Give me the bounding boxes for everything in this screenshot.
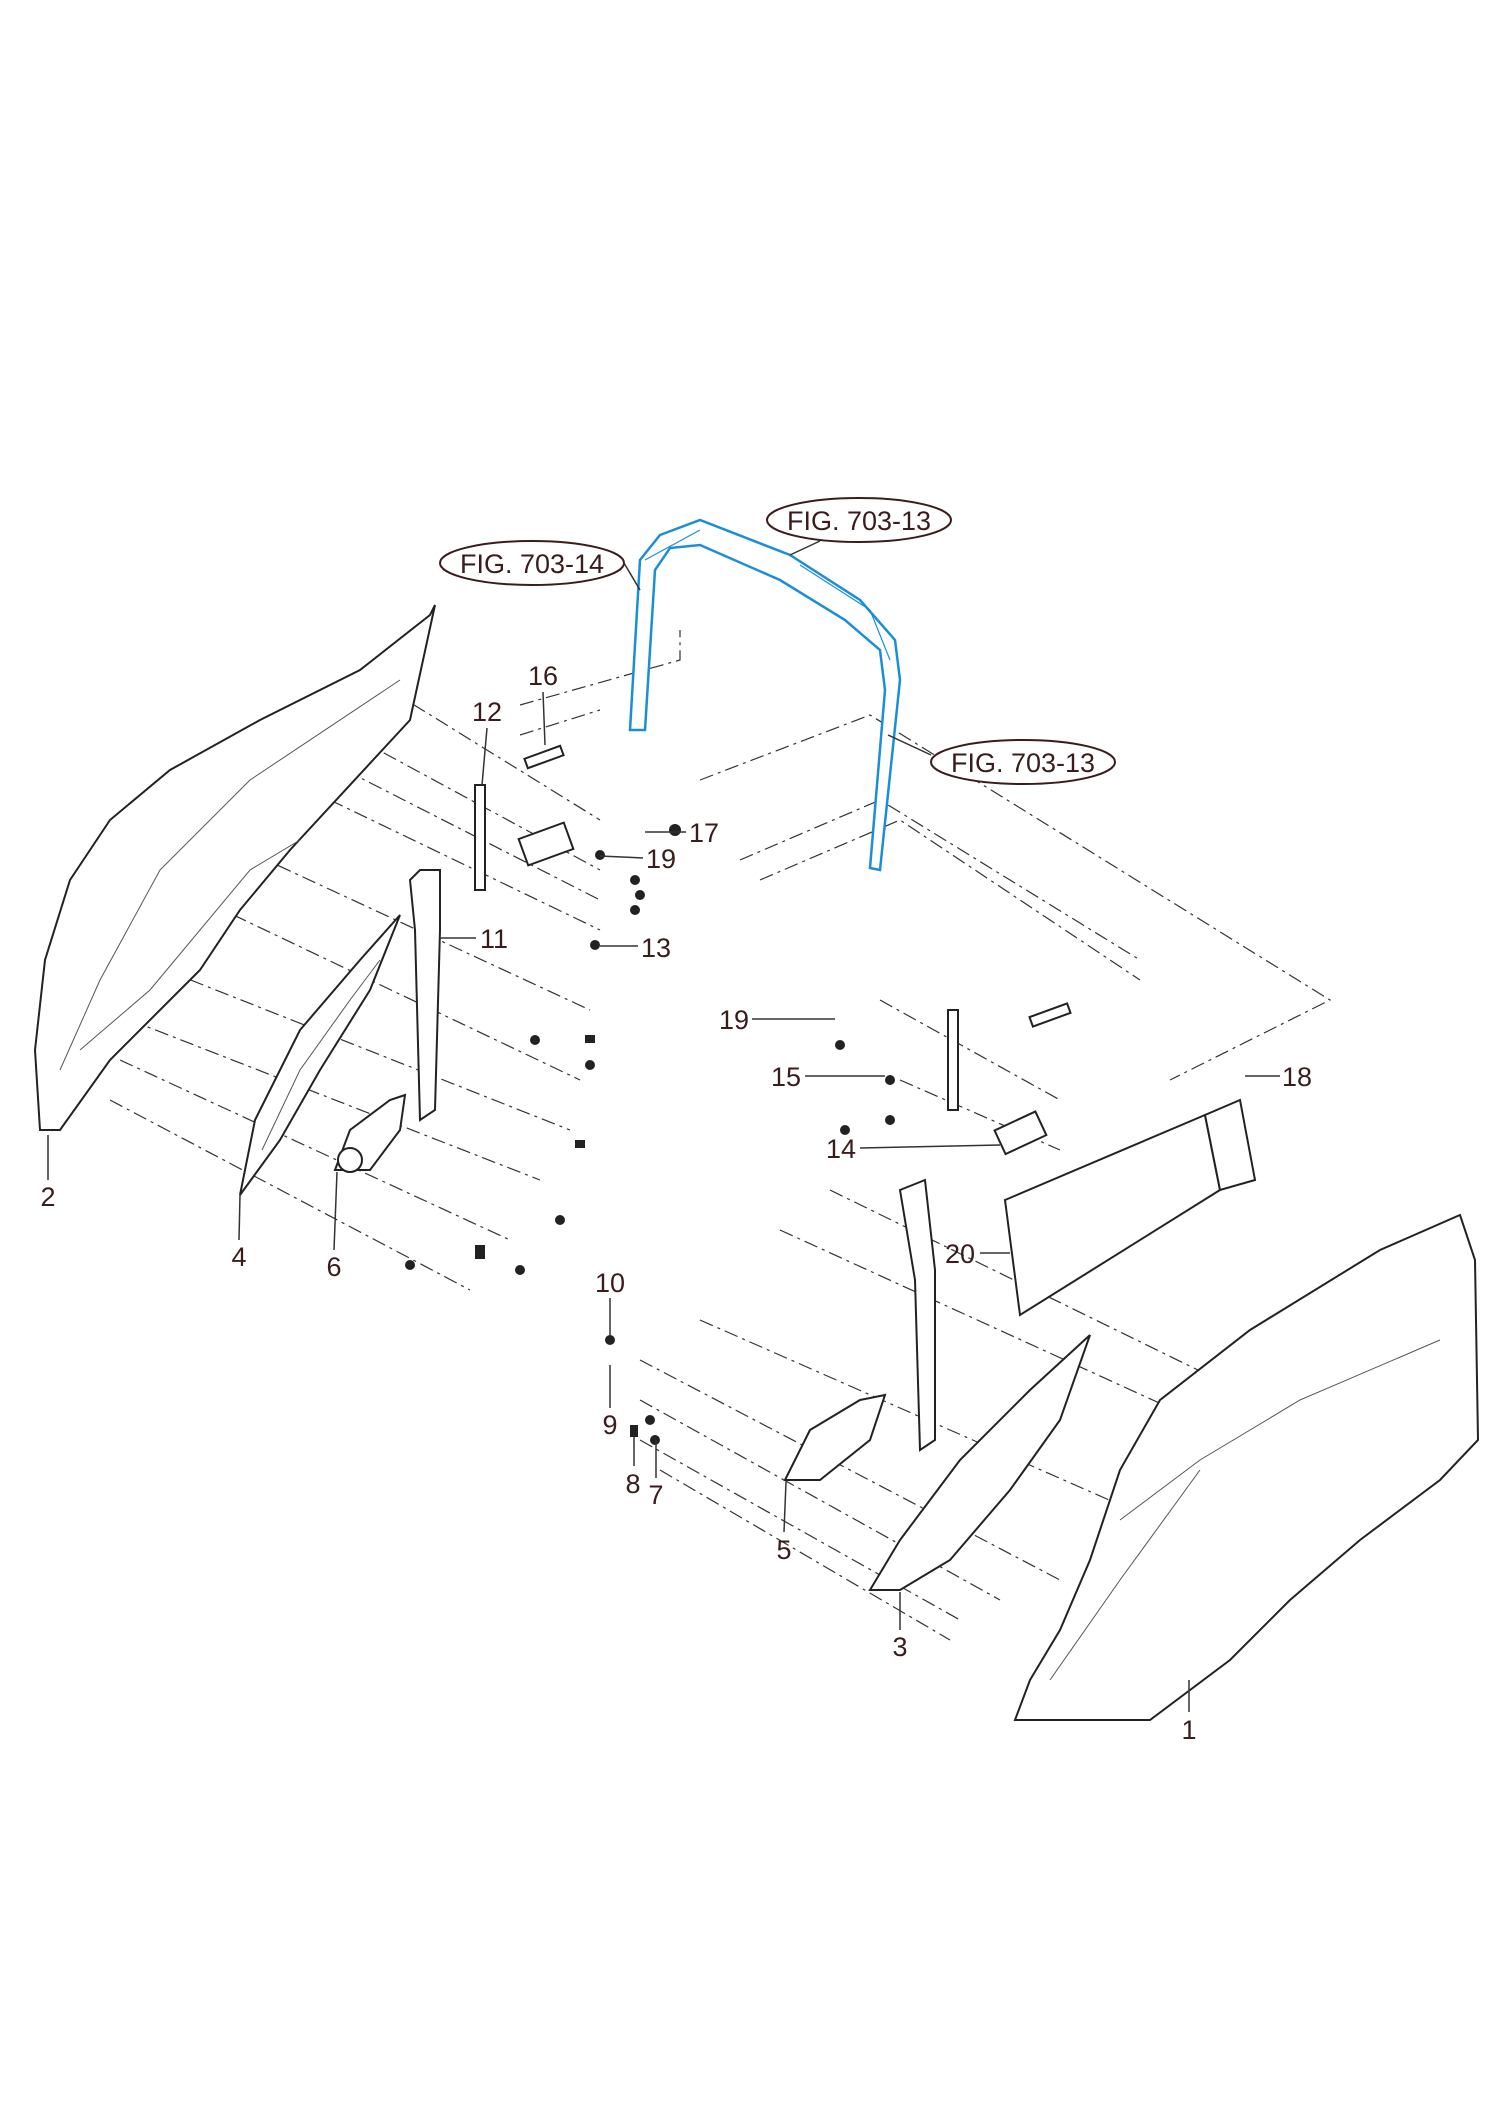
- callout-7: 7: [648, 1480, 663, 1510]
- callout-17: 17: [689, 818, 719, 848]
- callout-9: 9: [602, 1410, 617, 1440]
- part-12-bracket[interactable]: [474, 784, 486, 891]
- gasket-right[interactable]: [993, 1110, 1048, 1156]
- fig-ref-left-text: FIG. 703-14: [460, 549, 604, 579]
- callout-2: 2: [40, 1182, 55, 1212]
- part-2-left-side-panel[interactable]: [33, 604, 436, 1131]
- roof-arch-highlight[interactable]: [628, 518, 902, 872]
- right-filler[interactable]: [898, 1178, 936, 1452]
- callout-14: 14: [826, 1134, 856, 1164]
- part-3-right-bezel[interactable]: [868, 1334, 1091, 1591]
- part-20-panel[interactable]: [1003, 1113, 1222, 1317]
- fig-ref-top-text: FIG. 703-13: [787, 506, 931, 536]
- callout-4: 4: [231, 1242, 246, 1272]
- callout-10: 10: [595, 1268, 625, 1298]
- callout-19a: 19: [646, 844, 676, 874]
- fig-ref-right[interactable]: FIG. 703-13: [887, 734, 1116, 785]
- fig-ref-right-text: FIG. 703-13: [951, 748, 1095, 778]
- fig-ref-left[interactable]: FIG. 703-14: [439, 540, 641, 591]
- callout-19b: 19: [719, 1005, 749, 1035]
- gasket-left[interactable]: [517, 821, 575, 867]
- part-14-bracket[interactable]: [947, 1009, 959, 1111]
- callout-5: 5: [776, 1535, 791, 1565]
- fig-ref-top[interactable]: FIG. 703-13: [766, 497, 952, 556]
- callout-13: 13: [641, 933, 671, 963]
- callout-3: 3: [892, 1632, 907, 1662]
- part-callouts: 1 2 3 4 5 6 7 8 9 10 11 12 13 14 15 16 1…: [40, 661, 1312, 1745]
- plate-right[interactable]: [1028, 1002, 1072, 1028]
- callout-15: 15: [771, 1062, 801, 1092]
- part-11-left-filler[interactable]: [408, 869, 441, 1122]
- callout-6: 6: [326, 1252, 341, 1282]
- callout-18: 18: [1282, 1062, 1312, 1092]
- fasteners: [405, 824, 895, 1445]
- callout-12: 12: [472, 697, 502, 727]
- part-6-left-lamp[interactable]: [333, 1093, 407, 1173]
- callout-8: 8: [625, 1469, 640, 1499]
- callout-1: 1: [1181, 1715, 1196, 1745]
- part-18-panel[interactable]: [1203, 1098, 1257, 1192]
- part-16-plate[interactable]: [523, 744, 565, 770]
- callout-16: 16: [528, 661, 558, 691]
- part-5-right-lamp[interactable]: [783, 1393, 887, 1481]
- part-4-left-bezel[interactable]: [239, 914, 401, 1196]
- callout-20: 20: [945, 1239, 975, 1269]
- part-1-right-side-panel[interactable]: [1013, 1213, 1480, 1721]
- callout-11: 11: [480, 924, 508, 954]
